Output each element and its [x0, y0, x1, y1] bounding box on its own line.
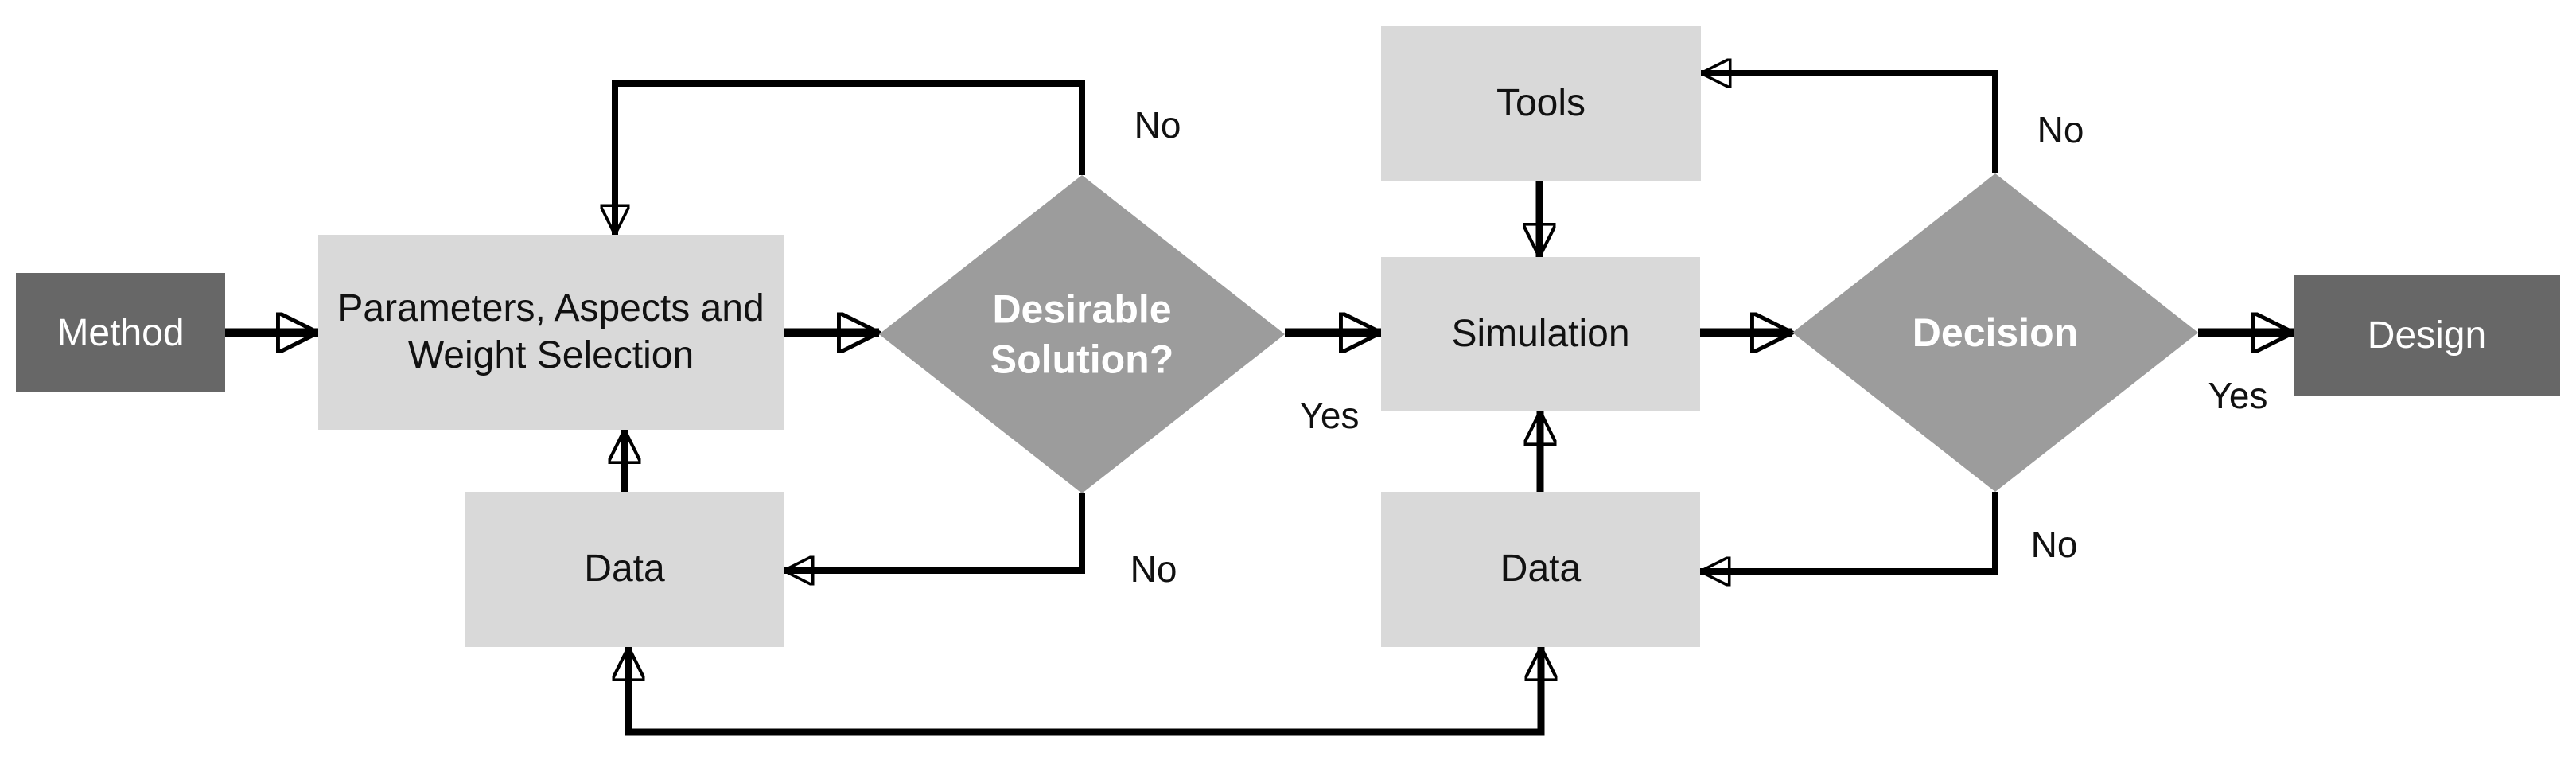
data-right-box: Data: [1381, 492, 1700, 647]
no-label-desirable-bottom: No: [1130, 548, 1177, 590]
edge-decision-no-to-data-right: [1700, 492, 1998, 571]
tools-box: Tools: [1381, 26, 1701, 181]
no-label-desirable-top: No: [1134, 104, 1181, 146]
tools-label: Tools: [1496, 82, 1586, 125]
design-box: Design: [2294, 275, 2560, 396]
design-label: Design: [2367, 314, 2487, 357]
edge-desirable-no-to-parameters-top: [615, 80, 1085, 235]
edge-desirable-no-to-data-left: [784, 493, 1085, 571]
method-label: Method: [56, 311, 185, 354]
data-left-box: Data: [465, 492, 784, 647]
method-box: Method: [16, 273, 225, 392]
diamond-shape: [879, 175, 1285, 493]
parameters-box: Parameters, Aspects and Weight Selection: [318, 235, 784, 430]
decision-label: Decision: [1912, 310, 2079, 355]
decision-diamond: Decision: [1792, 173, 2198, 492]
diamond-shape: [1792, 173, 2198, 492]
yes-label-decision: Yes: [2208, 375, 2268, 416]
parameters-label: Parameters, Aspects and Weight Selection: [337, 286, 765, 376]
simulation-box: Simulation: [1381, 257, 1700, 411]
data-right-label: Data: [1500, 548, 1582, 591]
no-label-decision-bottom: No: [2030, 524, 2078, 565]
edge-decision-no-to-tools: [1701, 73, 1998, 173]
data-left-label: Data: [584, 548, 665, 591]
simulation-label: Simulation: [1451, 312, 1630, 355]
desirable-solution-diamond: Desirable Solution?: [879, 175, 1285, 493]
edge-data-left-data-right-bottom: [628, 647, 1541, 736]
yes-label-desirable: Yes: [1299, 395, 1360, 436]
no-label-decision-top: No: [2037, 109, 2084, 150]
desirable-solution-label: Desirable Solution?: [990, 286, 1174, 382]
